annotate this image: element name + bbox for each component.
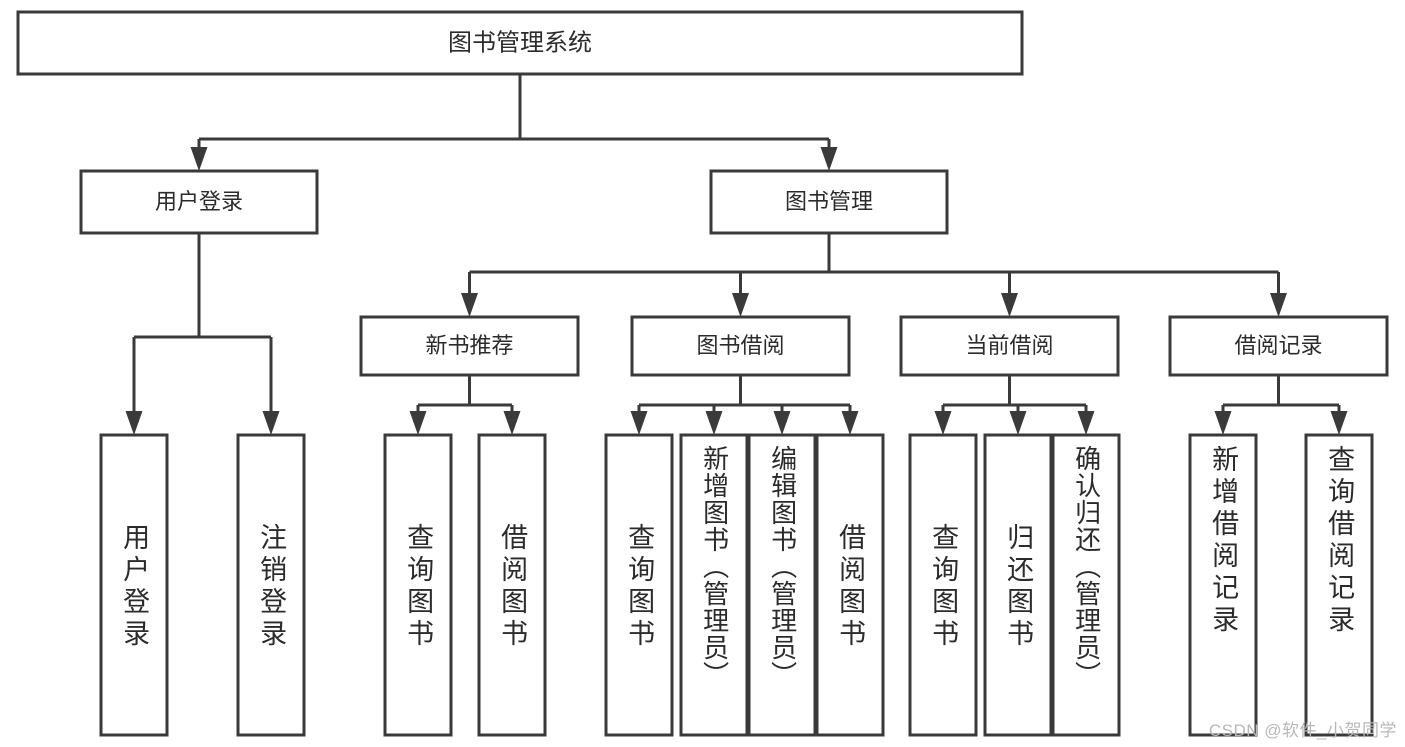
node-borrow-record[interactable]: 借阅记录 xyxy=(1168,315,1389,377)
node-label: 当前借阅 xyxy=(965,333,1053,358)
node-leaf-query-borrow-record[interactable] xyxy=(1304,433,1374,737)
node-label: 图书管理 xyxy=(785,189,873,214)
arrow-head-icon xyxy=(1214,411,1232,435)
node-label: 用户登录 xyxy=(155,189,243,214)
node-leaf-edit-book-admin[interactable] xyxy=(747,433,817,737)
node-current-borrow[interactable]: 当前借阅 xyxy=(899,315,1120,377)
arrow-head-icon xyxy=(262,411,280,435)
node-label: 新书推荐 xyxy=(425,333,513,358)
node-user-login[interactable]: 用户登录 xyxy=(79,169,319,235)
arrow-head-icon xyxy=(409,411,427,435)
arrow-head-icon xyxy=(732,293,749,317)
arrow-head-icon xyxy=(773,411,791,435)
node-label: 图书借阅 xyxy=(696,333,784,358)
node-book-manage[interactable]: 图书管理 xyxy=(709,169,949,235)
node-root[interactable]: 图书管理系统 xyxy=(16,10,1024,76)
arrow-head-icon xyxy=(1270,293,1287,317)
node-label: 借阅记录 xyxy=(1234,333,1322,358)
arrow-head-icon xyxy=(503,411,521,435)
arrow-head-icon xyxy=(841,411,859,435)
arrow-head-icon xyxy=(934,411,952,435)
arrow-head-icon xyxy=(705,411,723,435)
node-leaf-add-book-admin[interactable] xyxy=(679,433,749,737)
arrow-head-icon xyxy=(820,147,838,171)
arrow-head-icon xyxy=(190,147,208,171)
node-leaf-query-book-3[interactable] xyxy=(908,433,978,737)
connectors-layer xyxy=(125,74,1348,435)
node-book-borrow[interactable]: 图书借阅 xyxy=(630,315,851,377)
arrow-head-icon xyxy=(125,411,143,435)
arrow-head-icon xyxy=(461,293,478,317)
node-leaf-borrow-book-1[interactable] xyxy=(477,433,547,737)
node-leaf-query-book-1[interactable] xyxy=(383,433,453,737)
watermark-text: CSDN @软件_小贺同学 xyxy=(1208,721,1397,740)
arrow-head-icon xyxy=(1001,293,1018,317)
arrow-head-icon xyxy=(1077,411,1095,435)
node-leaf-return-book[interactable] xyxy=(983,433,1053,737)
arrow-head-icon xyxy=(1330,411,1348,435)
node-leaf-add-borrow-record[interactable] xyxy=(1188,433,1258,737)
node-leaf-borrow-book-2[interactable] xyxy=(815,433,885,737)
arrow-head-icon xyxy=(1009,411,1027,435)
node-leaf-user-login[interactable] xyxy=(99,433,169,737)
node-new-book-recommend[interactable]: 新书推荐 xyxy=(359,315,580,377)
node-label: 图书管理系统 xyxy=(448,29,592,56)
arrow-head-icon xyxy=(630,411,648,435)
node-leaf-confirm-return-admin[interactable] xyxy=(1051,433,1121,737)
node-leaf-logout-login[interactable] xyxy=(236,433,306,737)
node-leaf-query-book-2[interactable] xyxy=(604,433,674,737)
